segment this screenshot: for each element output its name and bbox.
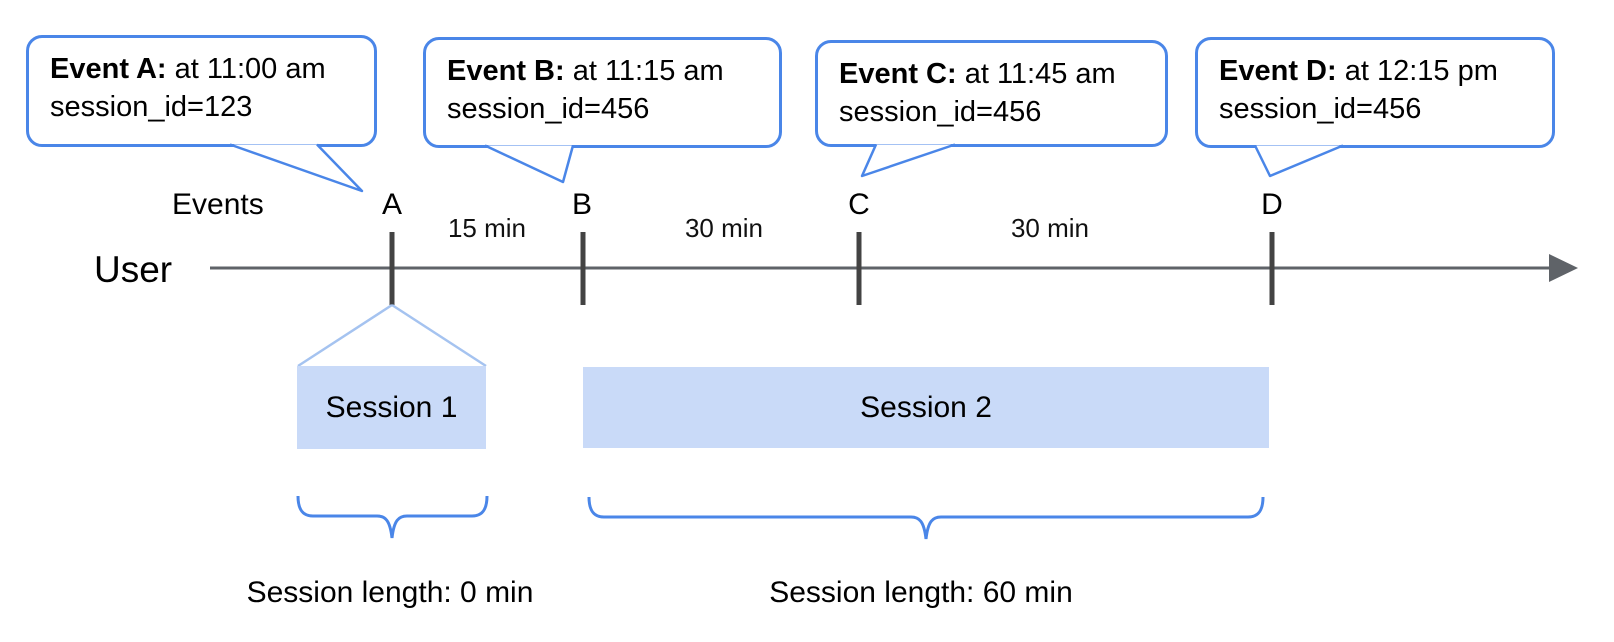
- callout-event-d: Event D: at 12:15 pm session_id=456: [1195, 37, 1555, 148]
- interval-label-c-d: 30 min: [1010, 213, 1090, 243]
- session1-fan-right: [391, 303, 487, 368]
- callout-event-time: at 11:15 am: [572, 55, 724, 87]
- tick-label-c: C: [848, 188, 870, 221]
- callout-event-name: Event B:: [447, 55, 565, 87]
- callout-line-1: Event C: at 11:45 am: [839, 55, 1155, 93]
- callout-event-time: at 11:00 am: [174, 53, 326, 85]
- session2-label: Session 2: [860, 390, 992, 424]
- session2-bar: Session 2: [583, 367, 1269, 448]
- session1-length-label: Session length: 0 min: [246, 576, 534, 609]
- session1-label: Session 1: [325, 390, 458, 424]
- session2-length-label: Session length: 60 min: [769, 576, 1073, 609]
- session1-fan-left: [297, 303, 393, 368]
- callout-line-1: Event B: at 11:15 am: [447, 52, 769, 90]
- callout-tail-b: [484, 144, 575, 184]
- callout-line-1: Event A: at 11:00 am: [50, 50, 364, 88]
- callout-tail-c: [860, 143, 956, 178]
- events-axis-label: Events: [172, 188, 264, 221]
- callout-event-c: Event C: at 11:45 am session_id=456: [815, 40, 1168, 147]
- interval-label-a-b: 15 min: [447, 213, 527, 243]
- session1-bar: Session 1: [297, 366, 486, 449]
- callout-line-1: Event D: at 12:15 pm: [1219, 52, 1542, 90]
- callout-session-id: session_id=456: [839, 96, 1042, 128]
- tick-label-d: D: [1261, 188, 1283, 221]
- callout-event-a: Event A: at 11:00 am session_id=123: [26, 35, 377, 147]
- callout-event-time: at 12:15 pm: [1344, 55, 1498, 87]
- interval-label-b-c: 30 min: [684, 213, 764, 243]
- user-axis-label: User: [94, 249, 173, 290]
- callout-event-name: Event A:: [50, 53, 167, 85]
- callout-tail-d: [1253, 144, 1344, 178]
- callout-session-id: session_id=123: [50, 91, 253, 123]
- tick-label-b: B: [571, 188, 592, 221]
- tick-label-a: A: [381, 188, 402, 221]
- timeline-arrowhead-icon: [1549, 254, 1578, 282]
- callout-tail-a: [229, 143, 364, 193]
- session1-brace: [296, 495, 489, 539]
- callout-event-name: Event D:: [1219, 55, 1337, 87]
- session2-brace: [587, 496, 1265, 540]
- callout-session-id: session_id=456: [1219, 93, 1422, 125]
- callout-event-name: Event C:: [839, 58, 957, 90]
- callout-session-id: session_id=456: [447, 93, 650, 125]
- callout-event-time: at 11:45 am: [964, 58, 1116, 90]
- callout-event-b: Event B: at 11:15 am session_id=456: [423, 37, 782, 148]
